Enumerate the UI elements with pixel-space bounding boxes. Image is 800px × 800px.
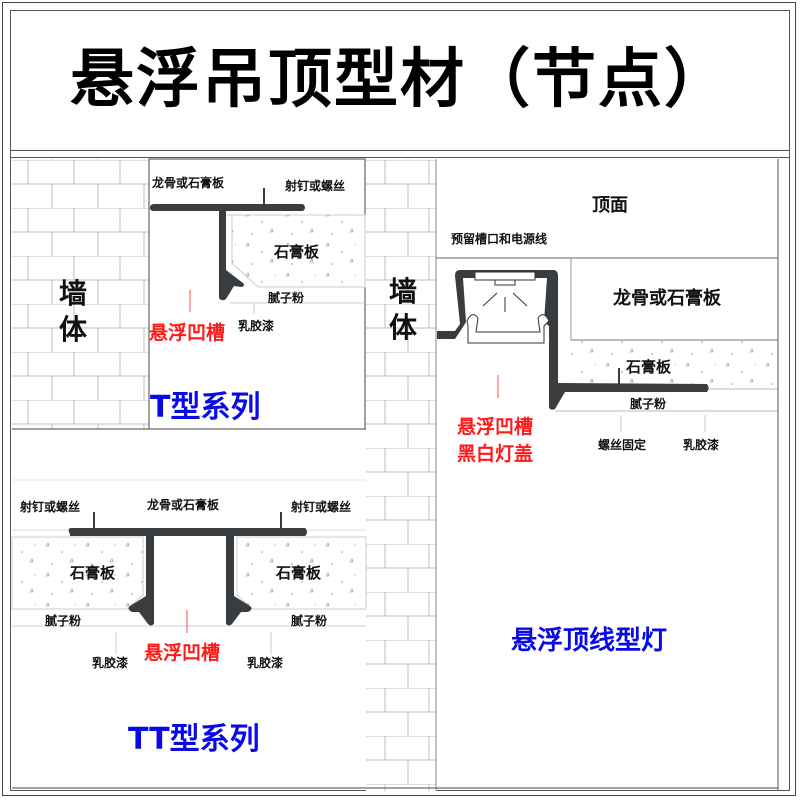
tt-nail-label-right: 射钉或螺丝: [291, 500, 352, 514]
light-screw-label: 螺丝固定: [598, 438, 647, 452]
tt-keel-label: 龙骨或石膏板: [147, 498, 220, 512]
t-nail-label: 射钉或螺丝: [285, 179, 346, 193]
tt-putty-label-right: 腻子粉: [291, 614, 328, 628]
wall-char-2: 体: [58, 313, 87, 346]
tt-putty-label-left: 腻子粉: [45, 614, 82, 628]
light-cover-label: 黑白灯盖: [457, 443, 534, 465]
title-box: 悬浮吊顶型材（节点）: [10, 10, 790, 151]
wall-label-middle: 墙 体: [388, 274, 418, 346]
light-keel-label: 龙骨或石膏板: [613, 288, 721, 309]
tt-paint-label-right: 乳胶漆: [247, 656, 284, 670]
light-groove-label: 悬浮凹槽: [457, 416, 534, 438]
tt-gypsum-label-left: 石膏板: [70, 564, 116, 582]
brick-wall-middle: [366, 159, 436, 791]
t-series-title: T型系列: [150, 390, 261, 425]
t-paint-label: 乳胶漆: [238, 319, 275, 333]
wall-char-1: 墙: [388, 275, 417, 308]
brick-wall-left: [12, 159, 149, 429]
light-reserved-label: 预留槽口和电源线: [451, 232, 548, 246]
tt-paint-label-left: 乳胶漆: [92, 656, 129, 670]
t-putty-label: 腻子粉: [268, 291, 305, 305]
light-ceiling-label: 顶面: [592, 195, 628, 216]
tt-groove-label: 悬浮凹槽: [144, 642, 221, 664]
t-groove-label: 悬浮凹槽: [149, 322, 226, 344]
light-paint-label: 乳胶漆: [683, 438, 720, 452]
tt-gypsum-label-right: 石膏板: [276, 564, 322, 582]
page-title: 悬浮吊顶型材（节点）: [70, 43, 730, 117]
tt-series-title: TT型系列: [128, 722, 260, 757]
wall-label-left: 墙 体: [58, 276, 88, 348]
light-putty-label: 腻子粉: [630, 397, 667, 411]
light-gypsum-label: 石膏板: [626, 358, 672, 376]
tt-nail-label-left: 射钉或螺丝: [20, 500, 81, 514]
t-gypsum-label: 石膏板: [274, 243, 320, 261]
wall-char-2: 体: [388, 311, 417, 344]
t-keel-label: 龙骨或石膏板: [152, 176, 225, 190]
light-series-title: 悬浮顶线型灯: [511, 626, 668, 656]
title-separator: [10, 157, 790, 158]
wall-char-1: 墙: [58, 277, 87, 310]
